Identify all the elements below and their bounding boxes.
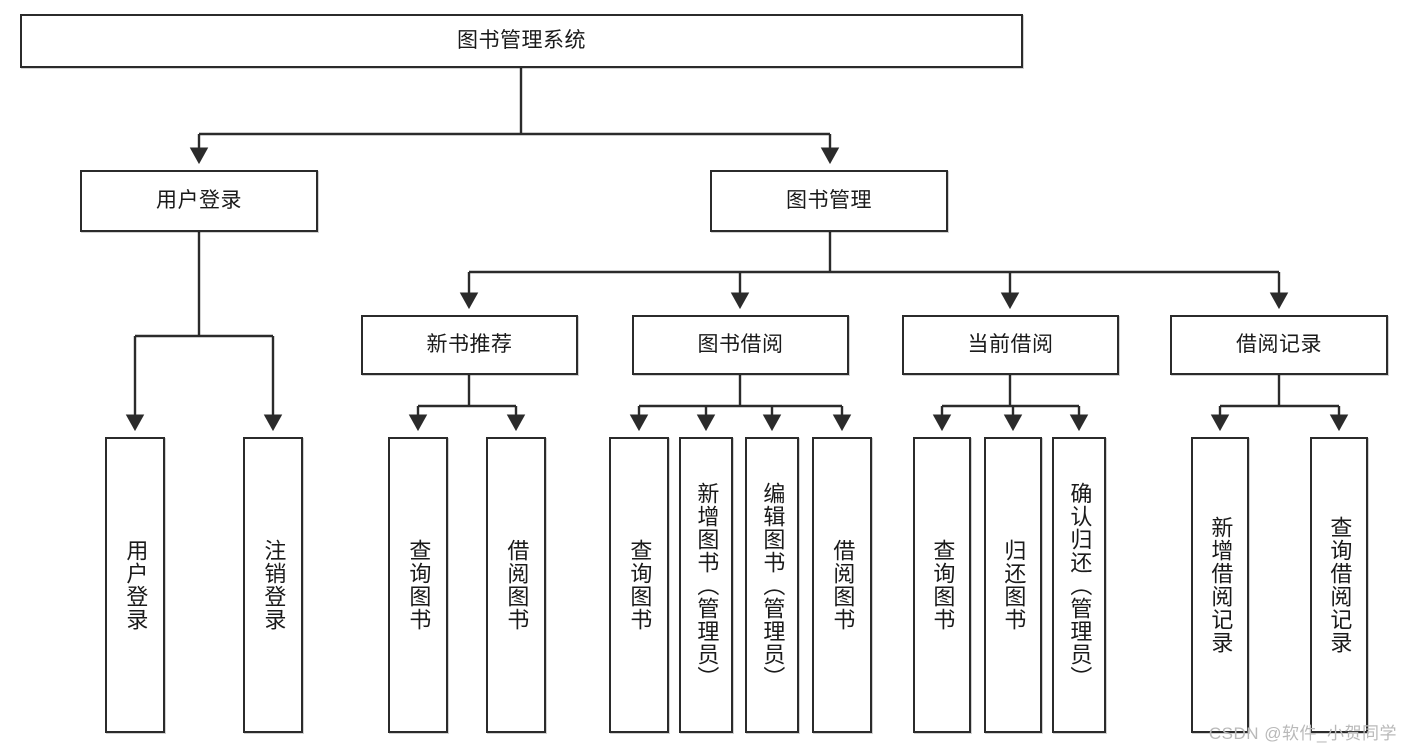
node-leaf-add-record[interactable]: 新增借阅记录: [1191, 437, 1249, 733]
node-leaf-query-book-borrow[interactable]: 查询图书: [609, 437, 669, 733]
node-leaf-query-record[interactable]: 查询借阅记录: [1310, 437, 1368, 733]
node-leaf-query-book-borrow-label: 查询图书: [627, 539, 653, 631]
node-new-book-rec[interactable]: 新书推荐: [361, 315, 578, 375]
node-leaf-add-book-label: 新增图书（管理员）: [694, 481, 720, 689]
node-book-manage-label: 图书管理: [786, 188, 872, 212]
node-leaf-logout[interactable]: 注销登录: [243, 437, 303, 733]
node-root-label: 图书管理系统: [457, 28, 586, 52]
node-leaf-query-book-rec-label: 查询图书: [406, 539, 432, 631]
connector-newbook-to-leaves: [408, 375, 526, 432]
csdn-watermark: CSDN @软件_小贺同学: [1208, 724, 1397, 743]
node-leaf-query-book-cur-label: 查询图书: [930, 539, 956, 631]
node-book-manage[interactable]: 图书管理: [710, 170, 948, 232]
node-leaf-return-book[interactable]: 归还图书: [984, 437, 1042, 733]
node-current-borrow[interactable]: 当前借阅: [902, 315, 1119, 375]
connector-borrowrecord-to-leaves: [1210, 375, 1349, 432]
node-borrow-record-label: 借阅记录: [1236, 332, 1322, 356]
node-leaf-borrow-book-rec-label: 借阅图书: [504, 539, 530, 631]
node-user-login-label: 用户登录: [156, 188, 242, 212]
node-leaf-confirm-return-label: 确认归还（管理员）: [1067, 481, 1093, 689]
node-current-borrow-label: 当前借阅: [967, 332, 1054, 356]
node-leaf-confirm-return[interactable]: 确认归还（管理员）: [1052, 437, 1106, 733]
node-book-borrow[interactable]: 图书借阅: [632, 315, 849, 375]
node-leaf-return-book-label: 归还图书: [1001, 539, 1027, 631]
node-leaf-logout-label: 注销登录: [261, 539, 287, 631]
node-root[interactable]: 图书管理系统: [20, 14, 1023, 68]
node-borrow-record[interactable]: 借阅记录: [1170, 315, 1388, 375]
connector-bookmanage-to-level3: [459, 232, 1289, 310]
node-user-login[interactable]: 用户登录: [80, 170, 318, 232]
node-new-book-rec-label: 新书推荐: [426, 332, 513, 356]
node-leaf-edit-book-label: 编辑图书（管理员）: [760, 481, 786, 689]
node-leaf-borrow-book-rec[interactable]: 借阅图书: [486, 437, 546, 733]
node-leaf-edit-book[interactable]: 编辑图书（管理员）: [745, 437, 799, 733]
node-leaf-borrow-book[interactable]: 借阅图书: [812, 437, 872, 733]
node-leaf-query-book-cur[interactable]: 查询图书: [913, 437, 971, 733]
node-leaf-user-login[interactable]: 用户登录: [105, 437, 165, 733]
connector-userlogin-to-leaves: [125, 232, 283, 432]
node-leaf-add-book[interactable]: 新增图书（管理员）: [679, 437, 733, 733]
node-leaf-borrow-book-label: 借阅图书: [830, 539, 856, 631]
connector-currentborrow-to-leaves: [932, 375, 1089, 432]
node-leaf-query-record-label: 查询借阅记录: [1327, 516, 1353, 654]
node-leaf-user-login-label: 用户登录: [123, 539, 149, 631]
connector-bookborrow-to-leaves: [629, 375, 852, 432]
node-leaf-add-record-label: 新增借阅记录: [1208, 516, 1234, 654]
node-leaf-query-book-rec[interactable]: 查询图书: [388, 437, 448, 733]
node-book-borrow-label: 图书借阅: [697, 332, 784, 356]
connector-root-to-level2: [189, 68, 840, 165]
